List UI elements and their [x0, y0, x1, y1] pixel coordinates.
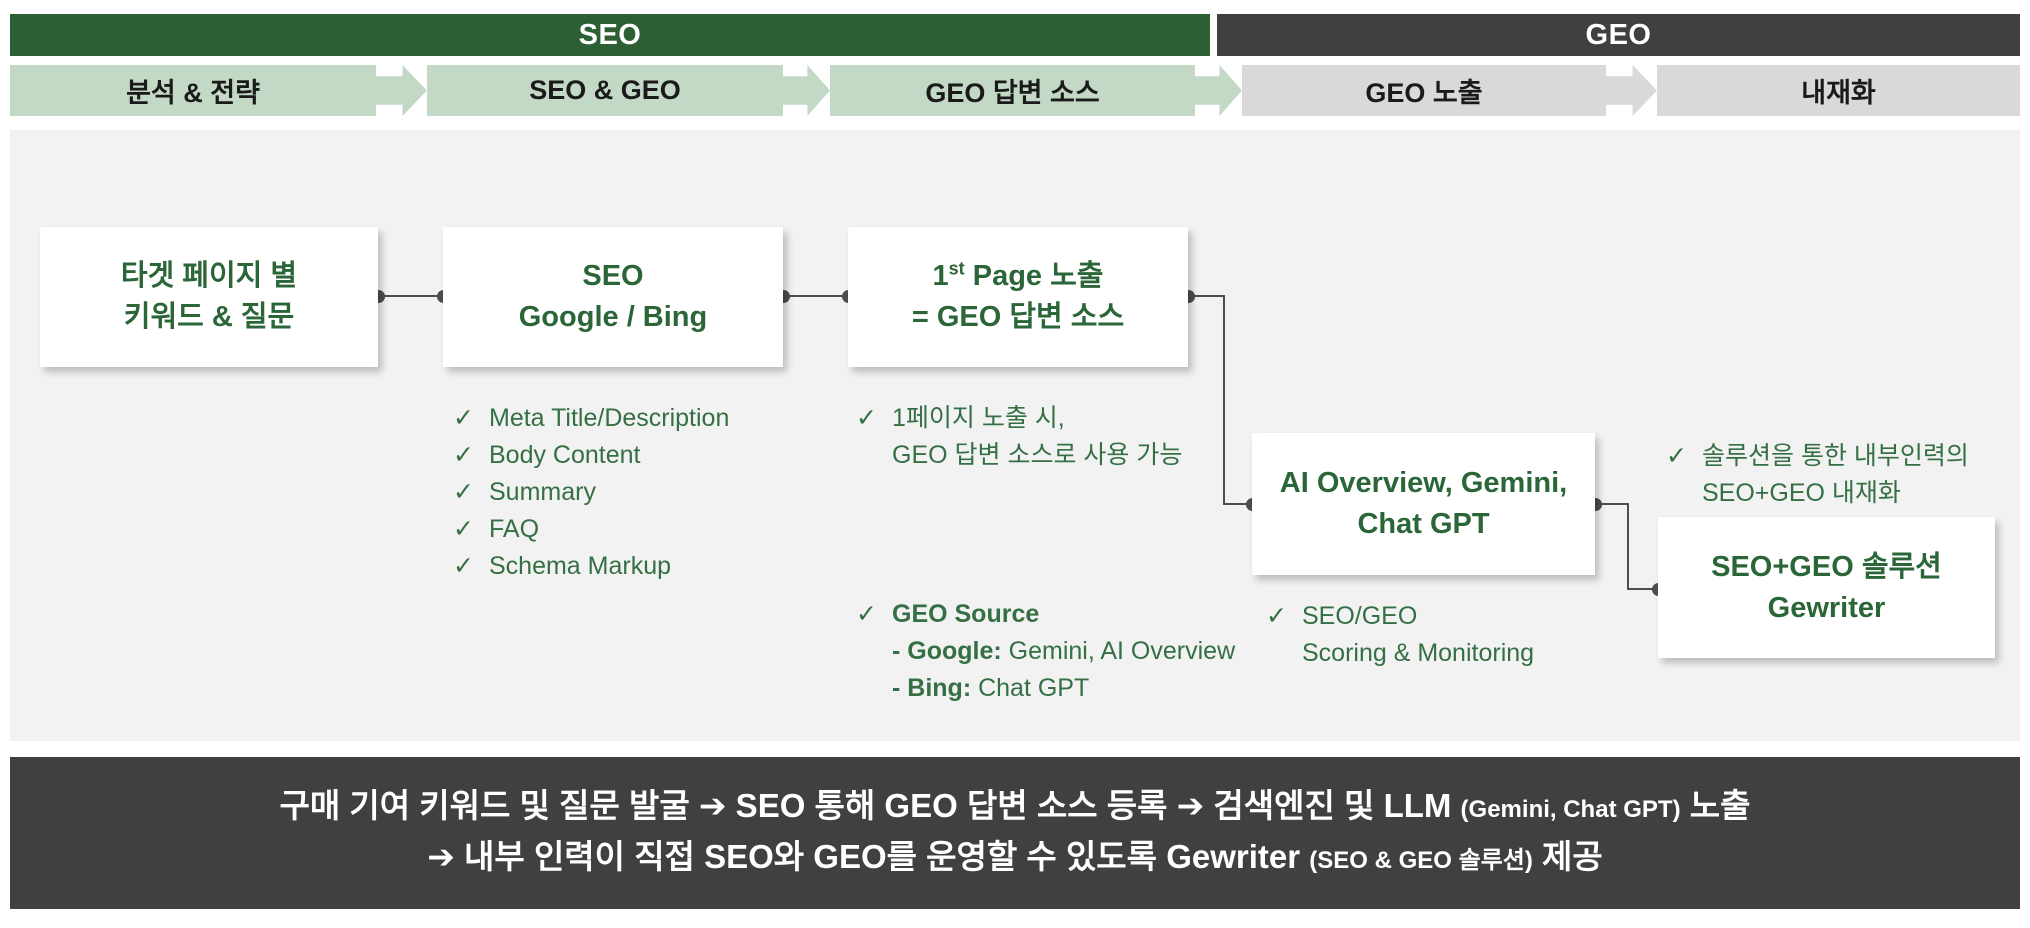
check-icon: ✓ [1266, 602, 1287, 630]
box-title-line: Gewriter [1767, 591, 1886, 624]
check-icon: ✓ [453, 515, 474, 543]
geo-source-google: - Google: Gemini, AI Overview [892, 633, 1235, 670]
stage-label: GEO 노출 [1365, 78, 1483, 108]
stage-label: 내재화 [1801, 78, 1876, 108]
checklist-item-label: Body Content [489, 441, 641, 469]
summary-line-2: ➔ 내부 인력이 직접 SEO와 GEO를 운영할 수 있도록 Gewriter… [427, 833, 1603, 884]
connector-line [1627, 503, 1629, 590]
geo-source-bing-label: - Bing: [892, 674, 972, 702]
checklist-item: ✓ 솔루션을 통한 내부인력의 [1666, 438, 1969, 475]
stage-analysis-strategy: 분석 & 전략 [10, 65, 376, 116]
first-page-ordinal: st [948, 258, 965, 279]
geo-source-bing: - Bing: Chat GPT [892, 670, 1235, 707]
box-title-line: AI Overview, Gemini, [1279, 467, 1568, 499]
geo-source-bing-value: Chat GPT [971, 674, 1090, 702]
summary-text: 구매 기여 키워드 및 질문 발굴 ➔ SEO 통해 GEO 답변 소스 등록 … [279, 787, 1461, 824]
checklist-item-label: 솔루션을 통한 내부인력의 [1702, 442, 1969, 470]
check-icon: ✓ [453, 552, 474, 580]
geo-source-title: GEO Source [892, 600, 1040, 628]
connector-line [783, 295, 848, 297]
phase-header-geo-label: GEO [1585, 18, 1652, 51]
checklist-item: ✓ Summary [453, 474, 729, 511]
check-icon: ✓ [856, 600, 877, 628]
checklist-item-label: FAQ [489, 515, 540, 543]
first-page-rest: Page 노출 [964, 260, 1104, 292]
stage-arrow-icon [783, 65, 830, 116]
check-icon: ✓ [856, 404, 877, 432]
checklist-scoring-monitoring: ✓ SEO/GEO Scoring & Monitoring [1266, 598, 1534, 672]
summary-text: 노출 [1680, 787, 1751, 824]
stage-arrow-icon [1606, 65, 1657, 116]
first-page-number: 1 [932, 260, 949, 292]
box-seo-geo-solution-gewriter: SEO+GEO 솔루션 Gewriter [1658, 517, 1995, 658]
checklist-item: ✓ FAQ [453, 511, 729, 548]
checklist-item-label: Scoring & Monitoring [1302, 639, 1535, 667]
box-title-line: = GEO 답변 소스 [911, 301, 1125, 333]
connector-line [1223, 295, 1225, 505]
stage-label: SEO & GEO [529, 75, 681, 105]
box-title-line: Google / Bing [518, 301, 708, 333]
box-ai-overview-gemini-chatgpt: AI Overview, Gemini, Chat GPT [1252, 433, 1595, 575]
box-title-line: Chat GPT [1357, 508, 1490, 540]
stage-label: 분석 & 전략 [126, 78, 260, 108]
check-icon: ✓ [453, 404, 474, 432]
box-target-keywords: 타겟 페이지 별 키워드 & 질문 [40, 227, 378, 367]
checklist-item-label: Summary [489, 478, 596, 506]
phase-header-seo: SEO [10, 14, 1210, 56]
checklist-item: ✓ Meta Title/Description [453, 400, 729, 437]
checklist-seo-elements: ✓ Meta Title/Description ✓ Body Content … [453, 400, 729, 585]
checklist-item: ✓ GEO Source [856, 596, 1235, 633]
summary-text-small: (SEO & GEO 솔루션) [1309, 847, 1533, 874]
box-title-line: 타겟 페이지 별 [120, 260, 298, 292]
box-first-page-exposure: 1st Page 노출 = GEO 답변 소스 [848, 227, 1188, 367]
checklist-geo-source: ✓ GEO Source - Google: Gemini, AI Overvi… [856, 596, 1235, 707]
phase-header-geo: GEO [1217, 14, 2020, 56]
stage-arrow-icon [376, 65, 427, 116]
check-icon: ✓ [453, 441, 474, 469]
summary-text: 제공 [1532, 838, 1603, 875]
connector-line [1595, 503, 1629, 505]
checklist-internalization: ✓ 솔루션을 통한 내부인력의 SEO+GEO 내재화 [1666, 438, 1969, 512]
box-title-line: SEO [582, 260, 644, 292]
checklist-item-label: Meta Title/Description [489, 404, 730, 432]
stage-geo-exposure: GEO 노출 [1242, 65, 1606, 116]
summary-text: ➔ 내부 인력이 직접 SEO와 GEO를 운영할 수 있도록 Gewriter [427, 838, 1310, 875]
checklist-first-page-note: ✓ 1페이지 노출 시, GEO 답변 소스로 사용 가능 [856, 400, 1182, 474]
box-title-line: 1st Page 노출 [933, 256, 1104, 297]
summary-line-1: 구매 기여 키워드 및 질문 발굴 ➔ SEO 통해 GEO 답변 소스 등록 … [280, 782, 1751, 833]
checklist-item: ✓ 1페이지 노출 시, [856, 400, 1182, 437]
stage-geo-answer-source: GEO 답변 소스 [830, 65, 1195, 116]
connector-line [378, 295, 443, 297]
connector-line [1223, 503, 1252, 505]
stage-internalization: 내재화 [1657, 65, 2020, 116]
geo-source-google-value: Gemini, AI Overview [1001, 637, 1236, 665]
checklist-item-label: Schema Markup [489, 552, 672, 580]
check-icon: ✓ [453, 478, 474, 506]
summary-text-small: (Gemini, Chat GPT) [1460, 796, 1681, 823]
check-icon: ✓ [1666, 442, 1687, 470]
checklist-item: ✓ SEO/GEO [1266, 598, 1534, 635]
box-seo-google-bing: SEO Google / Bing [443, 227, 783, 367]
connector-line [1627, 588, 1658, 590]
stage-label: GEO 답변 소스 [925, 78, 1100, 108]
checklist-item-label: SEO/GEO [1302, 602, 1418, 630]
connector-line [1188, 295, 1225, 297]
geo-source-google-label: - Google: [892, 637, 1002, 665]
stage-seo-geo: SEO & GEO [427, 65, 783, 116]
checklist-item-label: 1페이지 노출 시, [892, 404, 1065, 432]
checklist-item-label: GEO 답변 소스로 사용 가능 [892, 441, 1183, 469]
summary-bar: 구매 기여 키워드 및 질문 발굴 ➔ SEO 통해 GEO 답변 소스 등록 … [10, 757, 2020, 909]
checklist-item: ✓ Schema Markup [453, 548, 729, 585]
box-title-line: 키워드 & 질문 [123, 301, 295, 333]
stage-arrow-icon [1195, 65, 1242, 116]
box-title-line: SEO+GEO 솔루션 [1711, 550, 1942, 583]
phase-header-seo-label: SEO [578, 18, 642, 51]
checklist-item: ✓ Body Content [453, 437, 729, 474]
checklist-item-label: SEO+GEO 내재화 [1702, 479, 1901, 507]
